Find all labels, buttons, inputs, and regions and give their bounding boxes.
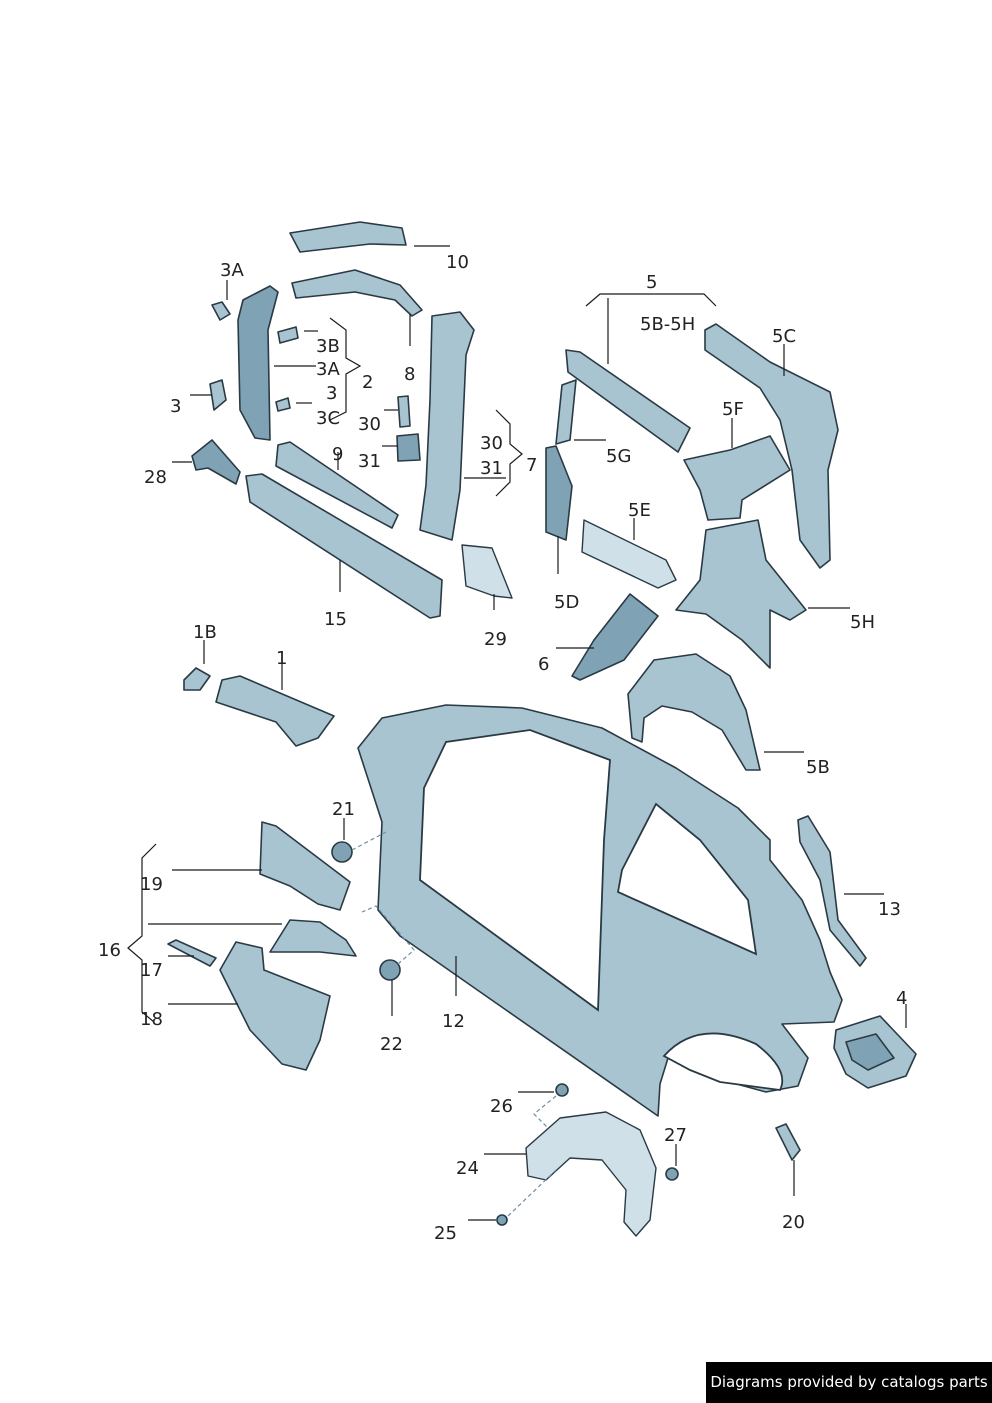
label-5: 5: [646, 272, 657, 293]
part-1b: [183, 667, 211, 691]
part-roof-rail-inner: [289, 221, 407, 253]
label-5e: 5E: [628, 500, 651, 521]
part-grommet-21: [331, 841, 353, 863]
label-3-left: 3: [170, 396, 181, 417]
label-12: 12: [442, 1011, 465, 1032]
label-24: 24: [456, 1158, 479, 1179]
part-17: [167, 939, 217, 967]
part-19: [259, 821, 351, 911]
part-wheel-cutout: [662, 1032, 784, 1091]
part-screw-26: [555, 1083, 569, 1097]
label-5h: 5H: [850, 612, 875, 633]
part-13: [797, 815, 867, 967]
part-5e: [581, 519, 677, 589]
label-25: 25: [434, 1223, 457, 1244]
part-5c: [704, 323, 839, 569]
label-28: 28: [144, 467, 167, 488]
part-screw-25: [496, 1214, 508, 1226]
part-bracket-3: [209, 379, 227, 411]
part-bracket-3c: [275, 397, 291, 412]
part-door-opening: [419, 729, 611, 1012]
label-31-right: 31: [480, 458, 503, 479]
part-sill-reinforcement: [275, 441, 399, 529]
leader-lines: [127, 245, 907, 1221]
label-5c: 5C: [772, 326, 796, 347]
label-17: 17: [140, 960, 163, 981]
part-bracket-30: [397, 395, 411, 428]
label-1: 1: [276, 648, 287, 669]
part-6: [571, 593, 659, 681]
label-4: 4: [896, 988, 907, 1009]
label-3a-mid: 3A: [316, 359, 340, 380]
part-5h: [675, 519, 807, 669]
part-16: [269, 919, 357, 957]
part-screw-27: [665, 1167, 679, 1181]
label-3-mid: 3: [326, 383, 337, 404]
label-30-left: 30: [358, 414, 381, 435]
label-5f: 5F: [722, 399, 744, 420]
part-1: [215, 675, 335, 747]
label-3b: 3B: [316, 336, 340, 357]
part-5f: [683, 435, 791, 521]
label-30-right: 30: [480, 433, 503, 454]
label-16: 16: [98, 940, 121, 961]
assembly-line-22: [361, 905, 415, 965]
label-10: 10: [446, 252, 469, 273]
label-5g: 5G: [606, 446, 631, 467]
label-22: 22: [380, 1034, 403, 1055]
part-inner-sill: [245, 473, 443, 619]
label-27: 27: [664, 1125, 687, 1146]
part-b-pillar: [419, 311, 475, 541]
label-1b: 1B: [193, 622, 217, 643]
part-bracket-31: [396, 433, 421, 462]
part-bracket-3b: [277, 326, 299, 344]
label-31-left: 31: [358, 451, 381, 472]
part-bracket-29: [461, 544, 513, 599]
label-29: 29: [484, 629, 507, 650]
part-quarter-window: [616, 802, 758, 956]
label-2: 2: [362, 372, 373, 393]
part-5b: [627, 653, 761, 771]
part-a-pillar-inner: [237, 285, 279, 441]
label-20: 20: [782, 1212, 805, 1233]
part-strip-5g: [555, 379, 577, 445]
part-panel-7: [545, 445, 573, 541]
part-18: [219, 941, 331, 1071]
label-8: 8: [404, 364, 415, 385]
label-3c: 3C: [316, 408, 340, 429]
part-bracket-3a: [211, 301, 231, 321]
label-6: 6: [538, 654, 549, 675]
part-roof-rail: [291, 269, 423, 317]
assembly-line-26: [533, 1095, 557, 1129]
label-5b: 5B: [806, 757, 830, 778]
part-4-inner: [845, 1033, 895, 1071]
label-21: 21: [332, 799, 355, 820]
label-9: 9: [332, 444, 343, 465]
part-grommet-22: [379, 959, 401, 981]
label-5b-5h: 5B-5H: [640, 314, 695, 335]
label-3a-top: 3A: [220, 260, 244, 281]
part-bracket-28: [191, 439, 241, 485]
part-rail-5: [565, 349, 691, 453]
label-26: 26: [490, 1096, 513, 1117]
label-15: 15: [324, 609, 347, 630]
diagram-credit-badge[interactable]: Diagrams provided by catalogs parts: [706, 1362, 992, 1403]
label-5d: 5D: [554, 592, 579, 613]
label-7: 7: [526, 455, 537, 476]
part-24: [525, 1111, 657, 1237]
label-13: 13: [878, 899, 901, 920]
label-18: 18: [140, 1009, 163, 1030]
label-19: 19: [140, 874, 163, 895]
part-20: [775, 1123, 801, 1161]
